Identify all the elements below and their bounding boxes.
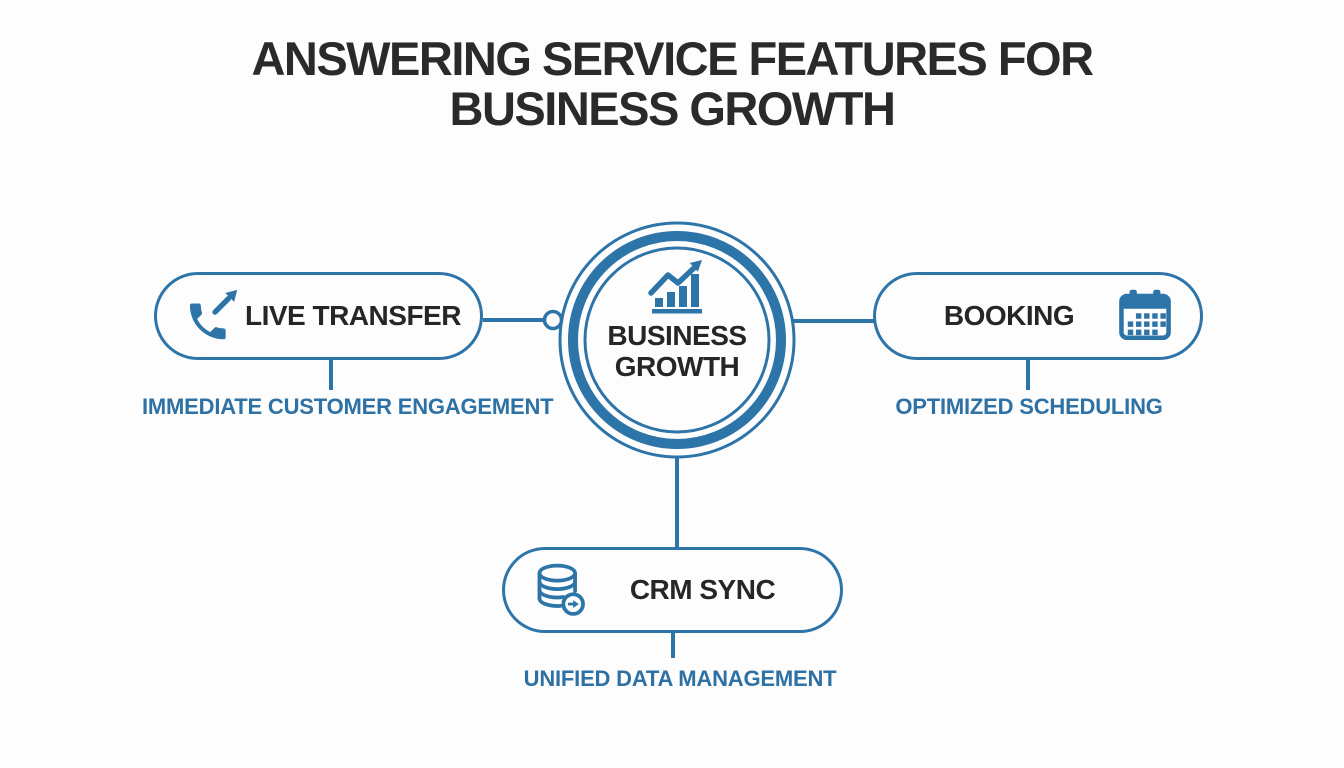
feature-label: LIVE TRANSFER xyxy=(245,300,461,331)
feature-pill-crm-sync: CRM SYNC xyxy=(502,547,843,633)
growth-chart-icon xyxy=(648,260,702,314)
feature-label: CRM SYNC xyxy=(629,574,776,605)
calendar-icon xyxy=(1116,287,1174,345)
page-title: ANSWERING SERVICE FEATURES FOR BUSINESS … xyxy=(0,34,1344,134)
feature-pill-booking: BOOKING xyxy=(873,272,1203,360)
database-sync-icon xyxy=(531,560,591,620)
connector-node-circle xyxy=(542,309,564,331)
phone-transfer-icon xyxy=(183,285,245,347)
hub-inner-ring xyxy=(583,246,771,434)
page-title-line2: BUSINESS GROWTH xyxy=(449,81,896,135)
hub-thick-ring xyxy=(568,231,786,449)
hub-business-growth: BUSINESS GROWTH xyxy=(577,256,777,383)
feature-pill-live-transfer: LIVE TRANSFER xyxy=(154,272,483,360)
hub-label-line2: GROWTH xyxy=(614,351,740,383)
hub-label-line1: BUSINESS xyxy=(607,320,747,351)
feature-label: BOOKING xyxy=(943,300,1075,331)
subtitle-booking: OPTIMIZED SCHEDULING xyxy=(895,394,1163,419)
subtitle-live-transfer: IMMEDIATE CUSTOMER ENGAGEMENT xyxy=(142,394,554,419)
subtitle-crm-sync: UNIFIED DATA MANAGEMENT xyxy=(523,666,837,691)
page-title-line1: ANSWERING SERVICE FEATURES FOR xyxy=(251,32,1094,85)
